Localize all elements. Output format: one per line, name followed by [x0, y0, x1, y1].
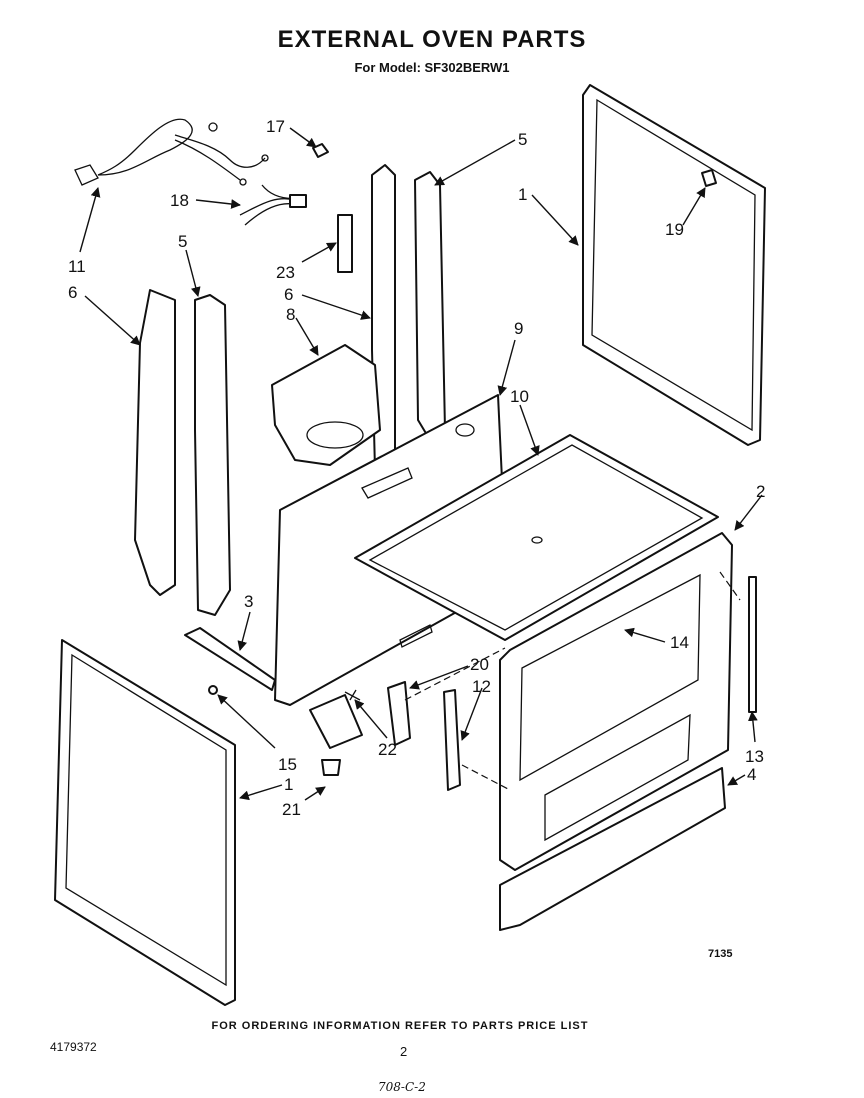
- bracket-20: [387, 681, 411, 746]
- left-channel-left: [134, 289, 176, 596]
- spacer-bracket: [337, 214, 353, 273]
- callout-11: 11: [68, 257, 86, 276]
- screw-15: [208, 685, 218, 695]
- callout-1-front: 1: [284, 775, 293, 794]
- callout-23: 23: [276, 263, 295, 282]
- callout-17: 17: [266, 117, 285, 136]
- callout-2: 2: [756, 482, 765, 501]
- hinge-part: [443, 689, 461, 791]
- left-rail: [194, 294, 231, 616]
- power-cord: [74, 118, 269, 186]
- kick-plate: [499, 767, 726, 931]
- callout-5-left: 5: [178, 232, 187, 251]
- callout-3: 3: [244, 592, 253, 611]
- callout-13: 13: [745, 747, 764, 766]
- rear-side-panel: [582, 84, 766, 446]
- callout-5-right: 5: [518, 130, 527, 149]
- callout-15: 15: [278, 755, 297, 774]
- callout-8: 8: [286, 305, 295, 324]
- top-panel: [354, 434, 719, 641]
- model-subtitle: For Model: SF302BERW1: [354, 60, 510, 75]
- page-number: 2: [400, 1044, 408, 1059]
- callout-labels: 17 5 1 19 18 11 5 6 23 6 8 9 10 2 3 14 2…: [68, 117, 765, 819]
- callout-6-center: 6: [284, 285, 293, 304]
- callout-14: 14: [670, 633, 689, 652]
- callout-22: 22: [378, 740, 397, 759]
- clip-22: [344, 689, 361, 701]
- handwritten-note: 708-C-2: [378, 1080, 426, 1094]
- oven-vent: [271, 344, 381, 466]
- callout-18: 18: [170, 191, 189, 210]
- callout-4: 4: [747, 765, 756, 784]
- callout-20: 20: [470, 655, 489, 674]
- page-title: EXTERNAL OVEN PARTS: [277, 26, 587, 53]
- right-rail: [414, 171, 446, 441]
- leg-bracket: [309, 694, 363, 749]
- wire-harness: [239, 184, 307, 226]
- leveling-leg: [321, 759, 341, 776]
- callout-19: 19: [665, 220, 684, 239]
- callout-12: 12: [472, 677, 491, 696]
- callout-1-rear: 1: [518, 185, 527, 204]
- trim-strip: [748, 576, 757, 713]
- front-side-panel: [54, 639, 236, 1006]
- front-frame: [499, 532, 733, 871]
- callout-10: 10: [510, 387, 529, 406]
- drawing-number: 7135: [708, 948, 733, 960]
- ordering-note: FOR ORDERING INFORMATION REFER TO PARTS …: [211, 1020, 589, 1032]
- callout-leaders: [79, 127, 763, 801]
- callout-6-left: 6: [68, 283, 77, 302]
- callout-9: 9: [514, 319, 523, 338]
- retainer-strip: [184, 627, 276, 691]
- callout-21: 21: [282, 800, 301, 819]
- document-number: 4179372: [50, 1040, 97, 1054]
